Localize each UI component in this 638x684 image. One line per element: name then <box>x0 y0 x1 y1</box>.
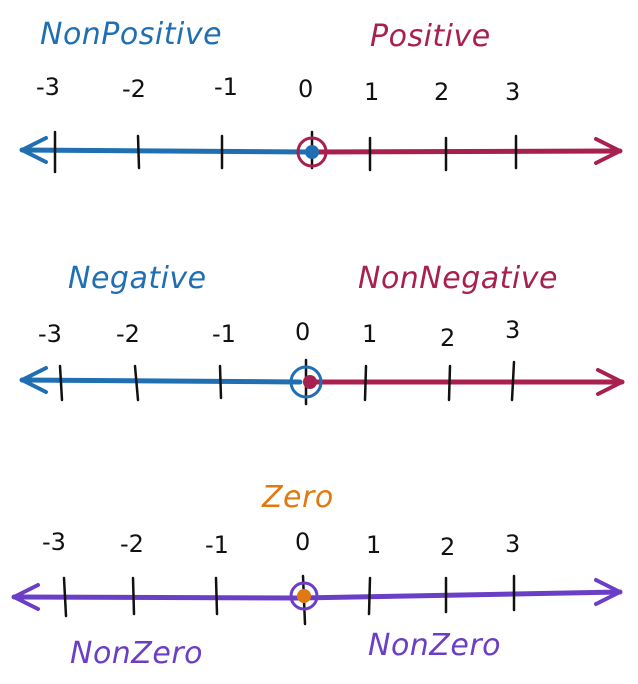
left-arrowhead-blue <box>20 136 48 164</box>
nonzero-right-label: NonZero <box>368 628 501 663</box>
tick-marks <box>62 574 516 626</box>
tick-labels-row: -3 -2 -1 0 1 2 3 <box>38 316 520 352</box>
tick-label-1: 1 <box>364 78 379 106</box>
right-arrowhead-crimson <box>596 368 624 396</box>
zero-open-ring <box>289 581 319 611</box>
tick-label-neg1: -1 <box>205 531 229 559</box>
positive-label: Positive <box>370 19 491 54</box>
zero-open-ring <box>289 365 323 399</box>
left-arrowhead-blue <box>20 366 48 394</box>
tick-label-neg3: -3 <box>42 528 66 556</box>
right-ray-crimson <box>311 148 623 155</box>
negative-label: Negative <box>68 261 207 296</box>
tick-label-3: 3 <box>505 530 520 558</box>
zero-open-ring <box>296 136 328 168</box>
nonnegative-label: NonNegative <box>358 261 558 296</box>
tick-label-1: 1 <box>362 320 377 348</box>
panel-zero-nonzero: Zero -3 -2 -1 0 1 2 3 NonZero NonZero <box>11 480 623 671</box>
tick-label-2: 2 <box>434 78 449 106</box>
tick-label-2: 2 <box>440 533 455 561</box>
tick-label-0: 0 <box>295 318 310 346</box>
tick-labels-row: -3 -2 -1 0 1 2 3 <box>42 528 520 561</box>
tick-label-0: 0 <box>298 75 313 103</box>
tick-label-3: 3 <box>505 316 520 344</box>
tick-label-2: 2 <box>440 324 455 352</box>
left-ray-blue <box>19 147 313 155</box>
nonzero-left-label: NonZero <box>70 636 203 671</box>
tick-label-neg1: -1 <box>212 320 236 348</box>
tick-label-0: 0 <box>295 528 310 556</box>
zero-closed-dot <box>297 589 311 603</box>
left-arrowhead-purple <box>12 583 40 611</box>
tick-label-1: 1 <box>366 531 381 559</box>
panel-negative-nonnegative: Negative NonNegative -3 -2 -1 0 1 2 3 <box>19 261 625 406</box>
zero-label: Zero <box>261 480 334 515</box>
nonpositive-label: NonPositive <box>40 17 222 52</box>
tick-labels-row: -3 -2 -1 0 1 2 3 <box>36 73 520 106</box>
panel-nonpositive-positive: NonPositive Positive -3 -2 -1 0 1 2 3 <box>19 17 623 174</box>
zero-closed-dot <box>305 145 319 159</box>
right-arrowhead-purple <box>594 578 622 606</box>
tick-label-neg2: -2 <box>120 530 144 558</box>
tick-label-neg2: -2 <box>122 75 146 103</box>
tick-label-neg1: -1 <box>214 73 238 101</box>
tick-label-neg3: -3 <box>36 73 60 101</box>
tick-label-3: 3 <box>505 78 520 106</box>
zero-closed-dot <box>303 375 317 389</box>
tick-label-neg2: -2 <box>116 320 140 348</box>
tick-label-neg3: -3 <box>38 320 62 348</box>
left-ray-blue <box>19 377 303 385</box>
right-arrowhead-crimson <box>594 137 622 165</box>
